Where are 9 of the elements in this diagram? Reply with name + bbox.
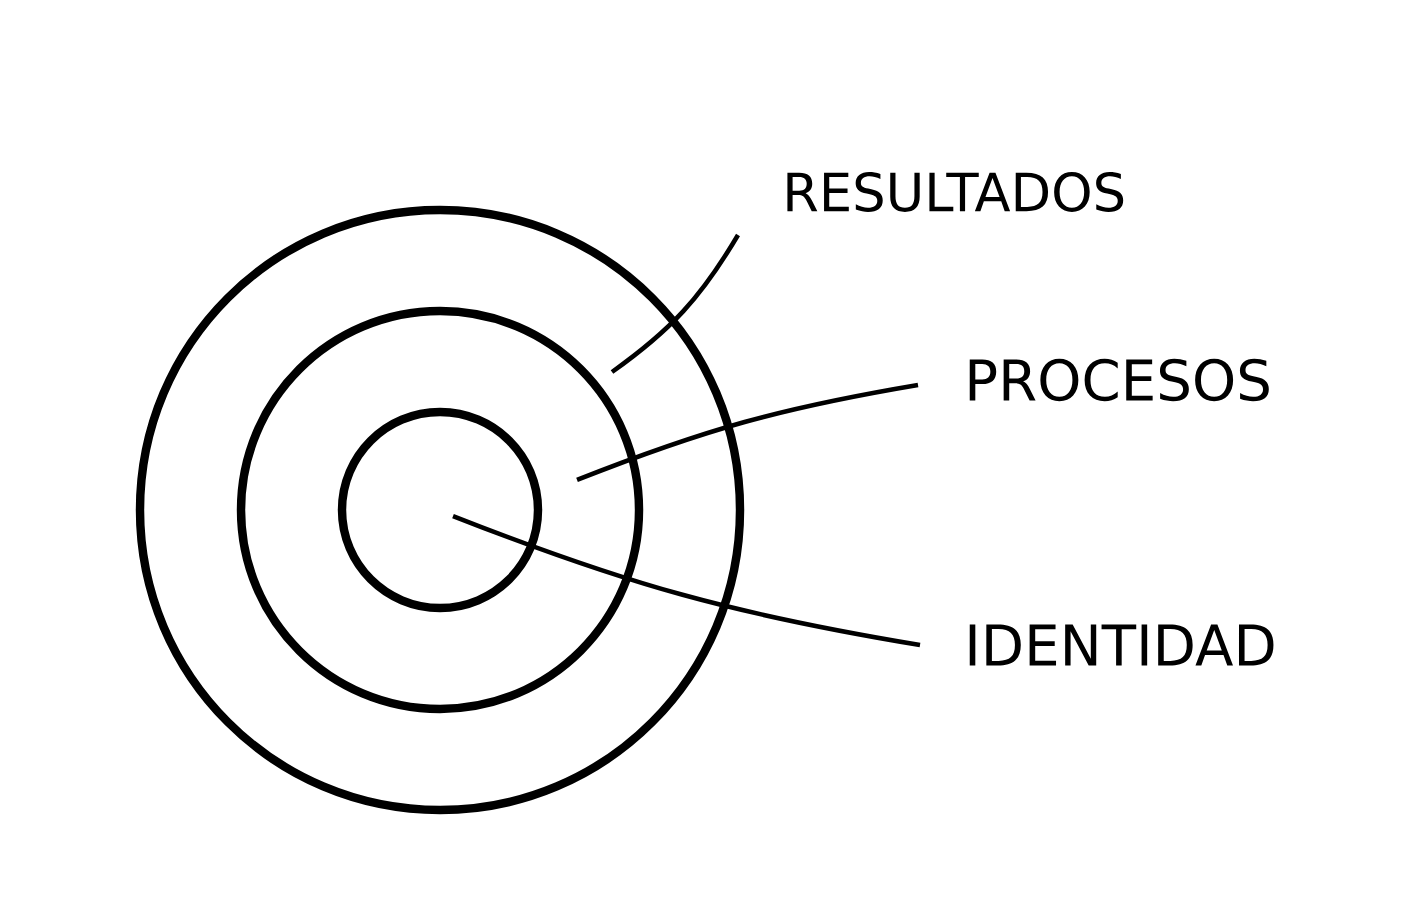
ring-circle — [135, 205, 745, 815]
leader-line — [610, 233, 740, 374]
label-text: IDENTIDAD — [969, 624, 1274, 666]
leader-line — [576, 382, 919, 483]
ring-circle — [236, 306, 644, 714]
ring-circle — [337, 407, 543, 613]
label-text: PROCESOS — [969, 358, 1269, 402]
label-text: RESULTADOS — [787, 172, 1124, 212]
leader-line — [452, 513, 921, 648]
